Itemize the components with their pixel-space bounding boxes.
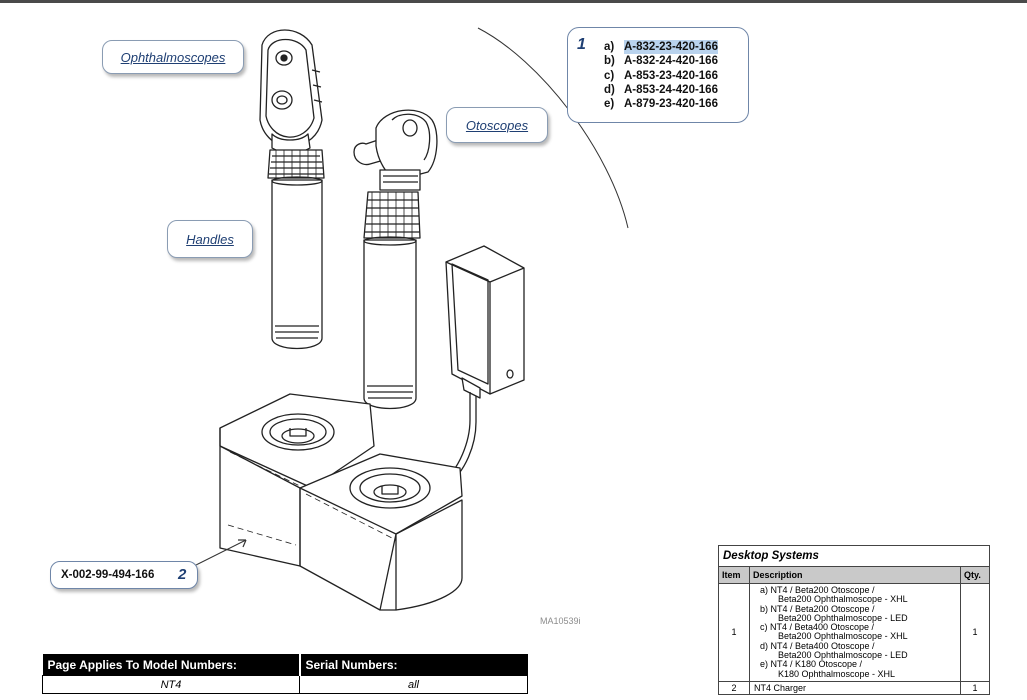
serial-value: all [299,675,528,694]
part-number[interactable]: A-853-24-420-166 [624,83,718,96]
part-number-box: 1 a)A-832-23-420-166 b)A-832-24-420-166 … [567,27,749,123]
handle-1 [271,176,323,350]
desktop-systems-table: Desktop Systems Item Description Qty. 1 … [718,545,990,695]
table-title: Desktop Systems [718,545,990,567]
part-number[interactable]: A-879-23-420-166 [624,98,718,111]
otoscope-icon [353,109,438,191]
part-number[interactable]: A-832-24-420-166 [624,55,718,68]
part-box-number: 1 [577,36,586,53]
charger-leader [189,539,247,569]
handle-2 [363,236,417,410]
otoscopes-link[interactable]: Otoscopes [465,117,529,133]
charger-item-number: 2 [178,566,187,583]
model-value: NT4 [42,675,300,694]
item-column-header: Item [718,566,750,584]
item-cell: 1 [718,583,750,682]
ophthalmoscopes-link[interactable]: Ophthalmoscopes [120,49,226,65]
list-item: e)A-879-23-420-166 [604,98,718,111]
ophthalmoscope-collar [267,149,325,179]
list-item: a)A-832-23-420-166 [604,40,718,55]
charger-base [219,393,463,611]
list-item: c)A-853-23-420-166 [604,69,718,82]
top-rule [0,0,1027,3]
qty-column-header: Qty. [960,566,990,584]
power-supply [439,245,525,487]
part-number[interactable]: A-853-23-420-166 [624,69,718,82]
qty-cell: 1 [960,680,990,695]
part-number-list: a)A-832-23-420-166 b)A-832-24-420-166 c)… [604,40,718,111]
description-column-header: Description [749,566,961,584]
otoscope-collar [363,191,421,239]
charger-part-number[interactable]: X-002-99-494-166 [61,569,155,581]
description-cell: a) NT4 / Beta200 Otoscope / Beta200 Opht… [749,583,961,682]
ophthalmoscope-icon [259,29,323,154]
model-header: Page Applies To Model Numbers: [42,654,301,676]
table-row: 2 NT4 Charger 1 [718,680,990,695]
otoscopes-callout[interactable]: Otoscopes [446,107,548,143]
model-numbers-table: Page Applies To Model Numbers: Serial Nu… [42,654,528,694]
list-item: b)A-832-24-420-166 [604,55,718,68]
handles-callout[interactable]: Handles [167,220,253,258]
qty-cell: 1 [960,583,990,682]
part-number-selected[interactable]: A-832-23-420-166 [624,40,718,55]
serial-header: Serial Numbers: [299,654,528,676]
item-cell: 2 [718,680,750,695]
description-cell: NT4 Charger [749,680,961,695]
ophthalmoscopes-callout[interactable]: Ophthalmoscopes [102,40,244,74]
table-row: 1 a) NT4 / Beta200 Otoscope / Beta200 Op… [718,583,990,682]
charger-part-callout: X-002-99-494-166 2 [50,561,198,589]
figure-id: MA10539i [540,616,581,626]
list-item: d)A-853-24-420-166 [604,83,718,96]
handles-link[interactable]: Handles [186,231,234,247]
